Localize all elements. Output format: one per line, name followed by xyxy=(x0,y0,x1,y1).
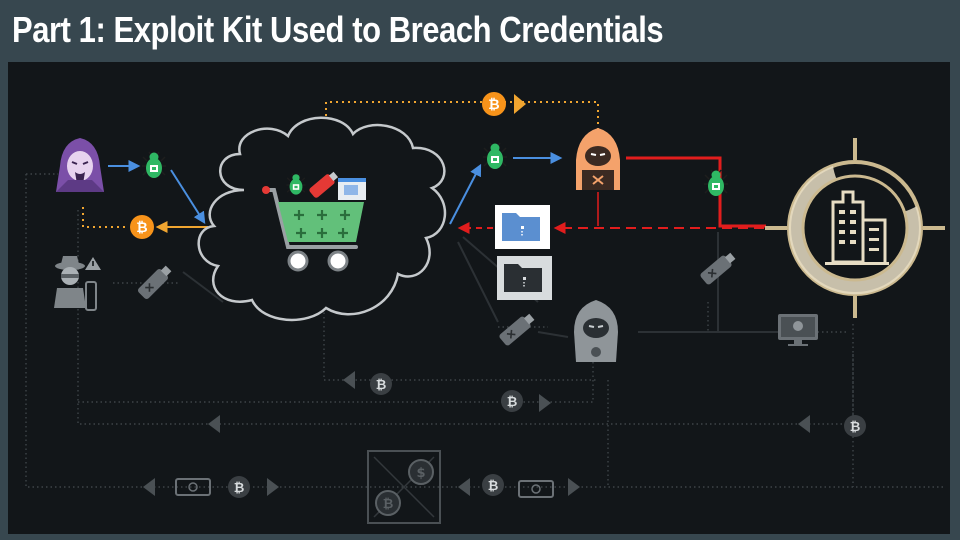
usb-drive-icon xyxy=(135,262,175,302)
bitcoin-payment-flow-left xyxy=(82,207,128,228)
bitcoin-payment-flow xyxy=(325,101,599,134)
browser-window-icon xyxy=(338,178,366,200)
shopping-cart-icon xyxy=(262,186,364,272)
bitcoin-coin-icon xyxy=(370,373,392,395)
arrowhead xyxy=(514,94,526,114)
usb-drive-icon xyxy=(497,310,538,348)
red-flow-line xyxy=(626,156,766,228)
diagram-canvas: ₿ ₿ xyxy=(8,62,950,534)
malware-bug-icon xyxy=(703,169,729,197)
malware-bug-icon xyxy=(141,151,167,179)
svg-text:₿: ₿ xyxy=(383,497,394,512)
bitcoin-coin-icon xyxy=(482,474,504,496)
svg-text:$: $ xyxy=(416,466,425,481)
cash-icon xyxy=(518,480,554,498)
folder-credentials-icon xyxy=(495,205,550,249)
malware-bug-icon xyxy=(482,142,508,170)
target-crosshair-icon xyxy=(765,138,945,318)
money-exchange-icon: $ ₿ xyxy=(367,450,441,524)
hacker-icon xyxy=(574,300,618,362)
usb-drive-icon xyxy=(309,171,339,198)
blue-flow-arrow xyxy=(449,163,482,225)
spy-icon xyxy=(54,256,97,311)
hacker-icon xyxy=(576,128,620,190)
slide-title: Part 1: Exploit Kit Used to Breach Crede… xyxy=(12,9,664,50)
bitcoin-coin-icon xyxy=(844,415,866,437)
warning-icon xyxy=(85,257,101,270)
monitor-icon xyxy=(778,314,818,346)
bitcoin-coin-icon xyxy=(130,215,154,239)
exploit-kit-diagram: ₿ ₿ xyxy=(25,92,946,524)
dim-arrowheads xyxy=(143,371,810,496)
folder-credentials-icon xyxy=(497,256,552,300)
office-building-icon xyxy=(825,190,889,265)
bitcoin-coin-icon xyxy=(501,390,523,412)
bitcoin-coin-icon xyxy=(482,92,506,116)
blue-flow-arrow xyxy=(170,169,206,225)
attacker-hooded-icon xyxy=(56,138,104,192)
bitcoin-coin-icon xyxy=(228,476,250,498)
